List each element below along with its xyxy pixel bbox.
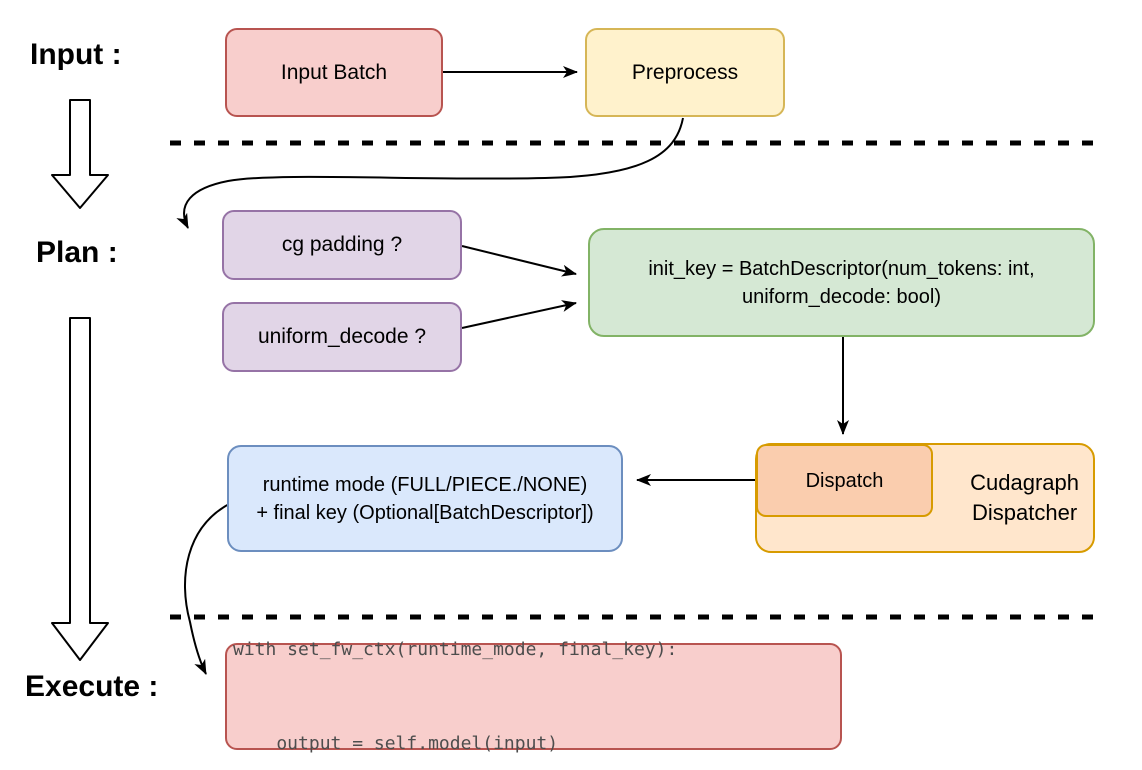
execute-code-node: with set_fw_ctx(runtime_mode, final_key)… <box>225 639 842 754</box>
cudagraph-dispatcher-label: Cudagraph Dispatcher <box>970 470 1079 525</box>
cg-padding-node: cg padding ? <box>222 210 462 280</box>
init-key-label: init_key = BatchDescriptor(num_tokens: i… <box>648 257 1035 308</box>
stage-label-plan: Plan : <box>36 236 118 269</box>
stage-label-input: Input : <box>30 38 122 71</box>
stage-down-arrow-input-to-plan-icon <box>51 99 109 209</box>
input-batch-label: Input Batch <box>280 60 388 84</box>
cg-padding-label: cg padding ? <box>281 233 403 256</box>
arrow-uniform-decode-to-init-key <box>461 300 577 329</box>
init-key-node: init_key = BatchDescriptor(num_tokens: i… <box>588 228 1095 337</box>
arrow-cg-padding-to-init-key <box>461 245 577 277</box>
stage-down-arrow-plan-to-execute-icon <box>51 317 109 661</box>
preprocess-node: Preprocess <box>585 28 785 117</box>
uniform-decode-label: uniform_decode ? <box>257 325 427 348</box>
runtime-result-node: runtime mode (FULL/PIECE./NONE) + final … <box>227 445 623 552</box>
runtime-result-label: runtime mode (FULL/PIECE./NONE) + final … <box>256 473 594 524</box>
dispatch-label: Dispatch <box>805 469 884 492</box>
preprocess-label: Preprocess <box>631 60 739 84</box>
execute-code-label: with set_fw_ctx(runtime_mode, final_key)… <box>233 638 678 755</box>
arrow-runtime-result-to-execute-code <box>184 502 232 675</box>
dispatch-node: Dispatch <box>756 444 933 517</box>
uniform-decode-node: uniform_decode ? <box>222 302 462 372</box>
input-batch-node: Input Batch <box>225 28 443 117</box>
arrow-preprocess-to-cg-padding <box>176 117 684 229</box>
stage-label-execute: Execute : <box>25 670 159 703</box>
